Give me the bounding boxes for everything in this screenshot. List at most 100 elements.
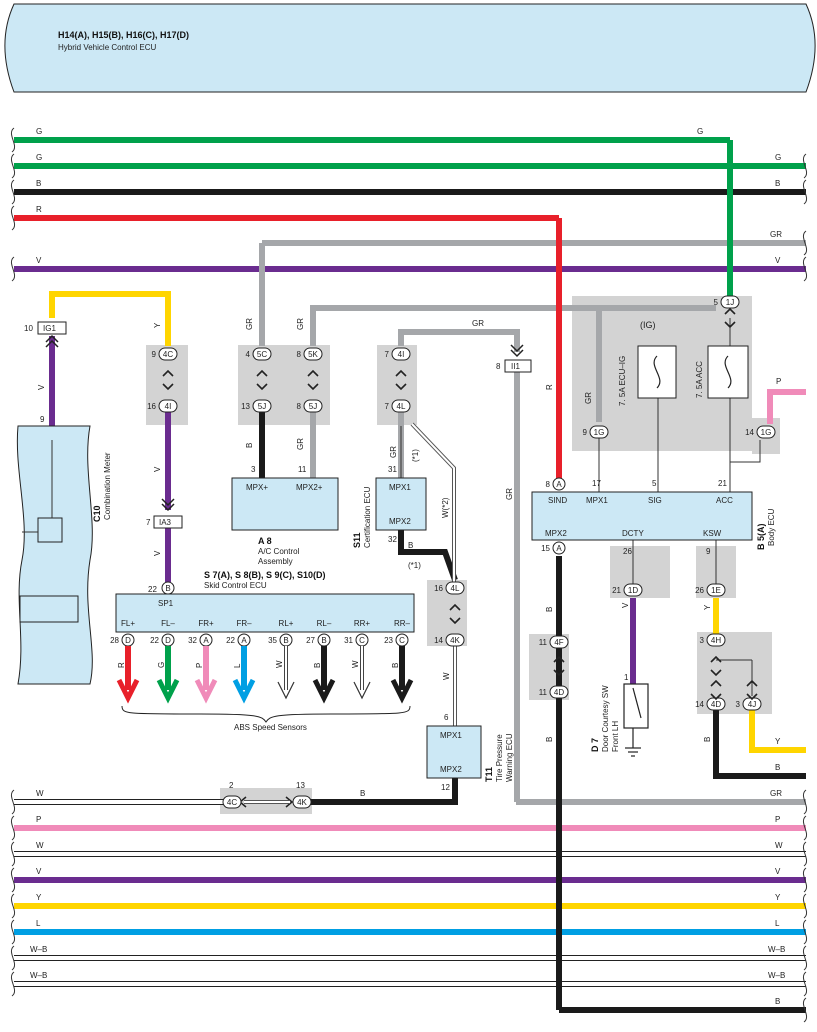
abs-sensor-1: G — [156, 646, 180, 704]
wl-y-1e: Y — [703, 604, 712, 610]
wl-v-meter: V — [37, 384, 46, 390]
hv-ecu-name: Hybrid Vehicle Control ECU — [58, 43, 156, 52]
mate-chevron-7 — [710, 655, 722, 677]
pill-4d-left-label: 4D — [554, 688, 564, 697]
body-pin-ksw: KSW — [703, 529, 722, 538]
cert-pin-mpx1: MPX1 — [389, 483, 411, 492]
pill-4j-label: 4J — [748, 700, 756, 709]
ac-control-box — [231, 477, 339, 531]
fuse-ig-label: 7. 5A ECU–IG — [618, 356, 627, 406]
pill-1e-label: 1E — [711, 586, 721, 595]
cert-name: Certification ECU — [363, 486, 372, 548]
meter-name: Combination Meter — [103, 452, 112, 520]
body-ecu-code: B 5(A) — [756, 523, 766, 550]
pill-1j-pin: 5 — [714, 298, 719, 307]
abs-wire-label-1: G — [157, 662, 166, 668]
body-ecu-box — [531, 491, 753, 541]
abs-wire-label-2: P — [195, 663, 204, 668]
pill-5j-b: 5J8 — [297, 399, 323, 413]
pill-5k-pin: 8 — [297, 350, 302, 359]
pin-2: 2 — [229, 781, 234, 790]
skid-conn-pin-0: 28 — [110, 636, 119, 645]
pill-5c-label: 5C — [257, 350, 267, 359]
wl-b-cert: B — [408, 541, 413, 550]
pill-4c-top: 4C9 — [152, 347, 178, 361]
tire-name2: Warning ECU — [505, 733, 514, 782]
tire-code: T11 — [484, 767, 494, 782]
bus-label-v2: V — [36, 867, 42, 876]
pill-4h-pin: 3 — [700, 636, 705, 645]
skid-term-6: RR+ — [354, 619, 371, 628]
pill-1g-right-label: 1G — [761, 428, 772, 437]
connector-ia3 — [153, 515, 183, 529]
bus-label-b1: B — [36, 179, 41, 188]
pill-1j: 1J5 — [714, 295, 740, 309]
skid-conn-2: A32 — [188, 633, 213, 647]
cert-pin-mpx2: MPX2 — [389, 517, 411, 526]
abs-wire-label-0: R — [117, 662, 126, 668]
skid-conn-pin-3: 22 — [226, 636, 235, 645]
mate-chevron-4 — [449, 603, 461, 625]
wl-gr-top: GR — [472, 319, 484, 328]
pill-5j-b-pin: 8 — [297, 402, 302, 411]
hv-ecu-box — [4, 3, 816, 93]
note-n1a: (*1) — [411, 449, 420, 462]
door-pin-1: 1 — [624, 673, 629, 682]
bus-label-gr2: GR — [770, 789, 782, 798]
bus-label-b3r: B — [775, 997, 780, 1006]
body-pin-sig: SIG — [648, 496, 662, 505]
abs-wire-label-6: W — [351, 660, 360, 668]
pill-1g-right-pin: 14 — [745, 428, 754, 437]
body-pin-sind: SIND — [548, 496, 567, 505]
wl-b-4d2: B — [545, 737, 554, 742]
pill-4l-label: 4L — [451, 584, 460, 593]
wl-b-out: B — [775, 763, 780, 772]
bus-labels: G G G G B B R GR V V W B GR P P W W V V … — [30, 127, 785, 1006]
body-pin-21: 21 — [718, 479, 727, 488]
pill-4f-label: 4F — [554, 638, 563, 647]
tire-pin-mpx2: MPX2 — [440, 765, 462, 774]
bus-label-g1: G — [36, 127, 42, 136]
wl-gr-cert: GR — [389, 446, 398, 458]
abs-wire-label-4: W — [275, 660, 284, 668]
pill-1d-pin: 21 — [612, 586, 621, 595]
mate-chevron-1 — [256, 369, 268, 391]
vertical-wires — [49, 140, 806, 1010]
bus-label-v1r: V — [775, 256, 781, 265]
mate-chevron-6 — [553, 655, 565, 677]
bus-label-v2r: V — [775, 867, 781, 876]
pill-4f-pin: 11 — [539, 638, 548, 647]
bus-label-p1: P — [36, 815, 41, 824]
abs-sensor-0: R — [116, 646, 140, 704]
skid-conn-3: A22 — [226, 633, 251, 647]
ii1-chevron — [510, 344, 524, 358]
wl-b-ac: B — [245, 443, 254, 448]
bus-label-w2: W — [36, 841, 44, 850]
cert-pin-32: 32 — [388, 535, 397, 544]
wl-y-out: Y — [775, 737, 781, 746]
ac-pin-mpx: MPX+ — [246, 483, 268, 492]
bus-label-g2r: G — [775, 153, 781, 162]
tire-pin-6: 6 — [444, 713, 449, 722]
skid-conn-pin-4: 35 — [268, 636, 277, 645]
abs-sensor-2: P — [194, 646, 218, 704]
connector-ig1 — [37, 321, 67, 335]
skid-conn-label-1: D — [165, 636, 171, 645]
bus-label-g2: G — [36, 153, 42, 162]
pill-sp1-b: B — [161, 581, 175, 595]
pill-4k-pin: 14 — [434, 636, 443, 645]
abs-sensor-6: W — [351, 646, 371, 700]
connector-ii1-label: II1 — [511, 362, 520, 371]
tire-name1: Tire Pressure — [495, 734, 504, 782]
skid-terminals: FL+D28FL–D22FR+A32FR–A22RL+B35RL–B27RR+C… — [110, 619, 411, 647]
skid-term-1: FL– — [161, 619, 175, 628]
body-pin-mpx1: MPX1 — [586, 496, 608, 505]
meter-gauge-rect — [37, 517, 63, 543]
skid-name: Skid Control ECU — [204, 581, 267, 590]
